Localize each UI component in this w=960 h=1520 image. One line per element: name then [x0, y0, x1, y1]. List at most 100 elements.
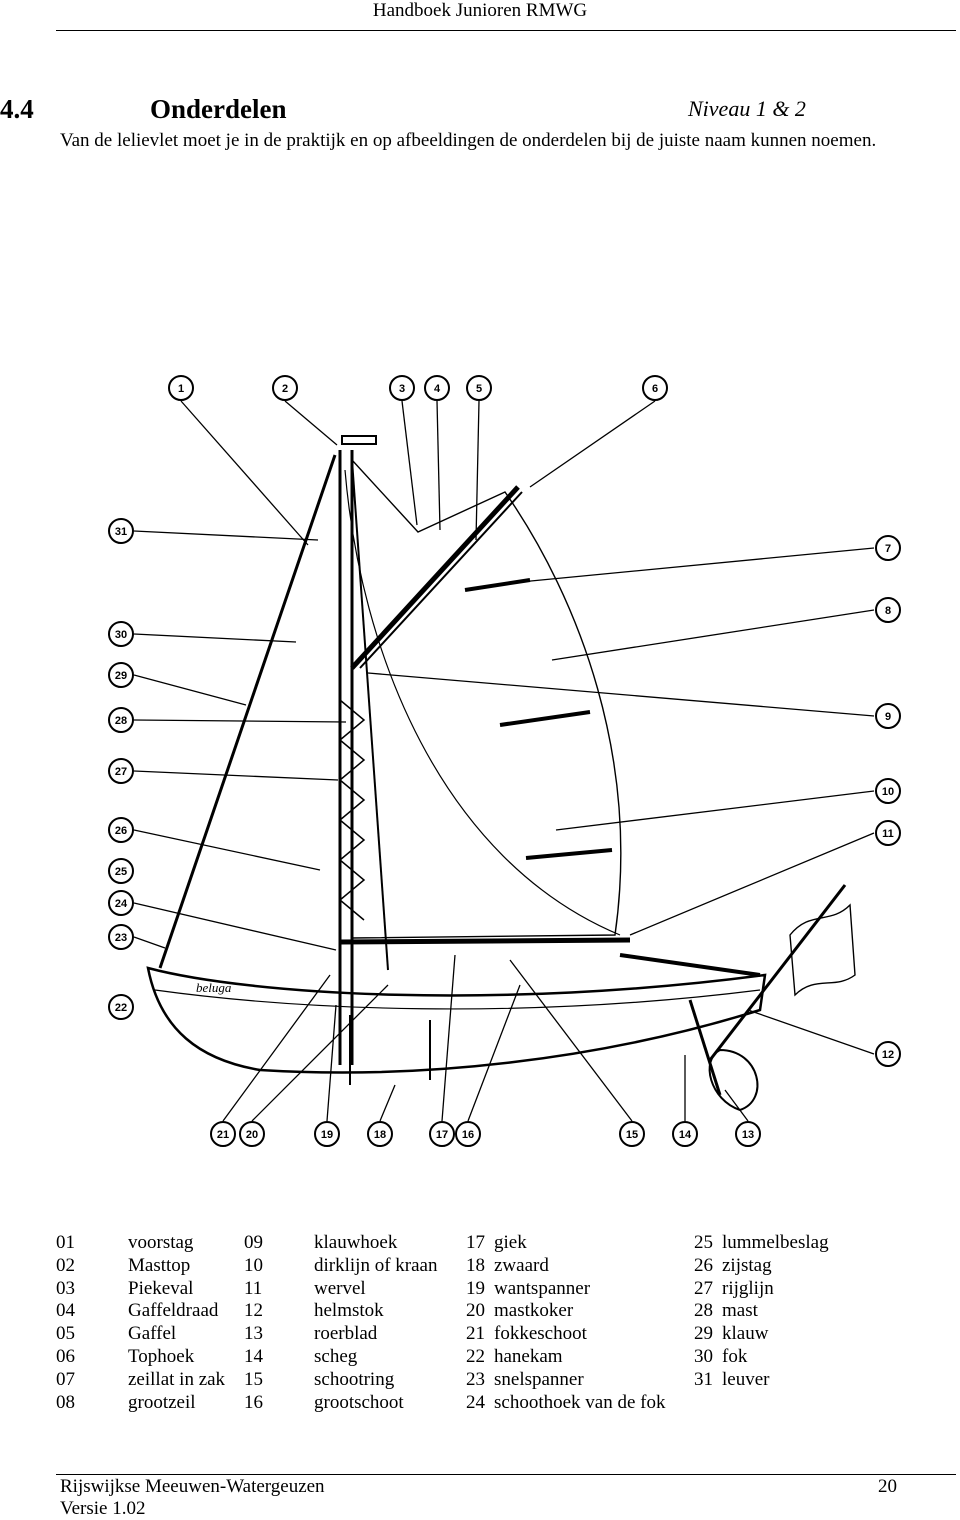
legend-number: 09 — [244, 1232, 263, 1253]
legend-number: 23 — [466, 1368, 485, 1390]
legend-number: 22 — [466, 1345, 485, 1367]
legend-number: 25 — [694, 1232, 713, 1253]
callout-21: 21 — [210, 1121, 236, 1147]
legend-number: 02 — [56, 1254, 75, 1276]
legend-term: wantspanner — [494, 1277, 591, 1299]
svg-text:18: 18 — [374, 1129, 386, 1141]
legend-number: 30 — [694, 1345, 713, 1367]
callout-8: 8 — [875, 597, 901, 623]
legend-number: 05 — [56, 1323, 75, 1345]
callout-7: 7 — [875, 535, 901, 561]
callout-24: 24 — [108, 890, 134, 916]
section-number: 4.4 — [0, 94, 34, 124]
intro-text: Van de lelievlet moet je in de praktijk … — [60, 130, 877, 151]
legend-number: 01 — [56, 1232, 75, 1253]
legend-number: 08 — [56, 1391, 75, 1413]
svg-text:19: 19 — [321, 1129, 333, 1141]
svg-text:7: 7 — [885, 543, 891, 555]
legend-term: lummelbeslag — [722, 1232, 829, 1253]
svg-text:27: 27 — [115, 766, 127, 778]
svg-text:20: 20 — [246, 1129, 258, 1141]
legend-term: Tophoek — [128, 1345, 195, 1367]
callout-22: 22 — [108, 994, 134, 1020]
legend-term: fokkeschoot — [494, 1323, 587, 1345]
callout-14: 14 — [672, 1121, 698, 1147]
legend-term: zeillat in zak — [128, 1368, 226, 1390]
legend-term: klauwhoek — [314, 1232, 398, 1253]
callout-26: 26 — [108, 817, 134, 843]
svg-text:28: 28 — [115, 715, 127, 727]
svg-text:1: 1 — [178, 383, 184, 395]
legend-term: leuver — [722, 1368, 770, 1390]
legend-number: 18 — [466, 1254, 485, 1276]
legend-term: wervel — [314, 1277, 366, 1299]
svg-text:22: 22 — [115, 1002, 127, 1014]
callout-27: 27 — [108, 758, 134, 784]
callout-17: 17 — [429, 1121, 455, 1147]
callout-13: 13 — [735, 1121, 761, 1147]
svg-text:6: 6 — [652, 383, 658, 395]
callout-1: 1 — [168, 375, 194, 401]
svg-text:8: 8 — [885, 605, 891, 617]
legend-term: grootzeil — [128, 1391, 196, 1413]
legend-number: 21 — [466, 1323, 485, 1345]
legend-term: grootschoot — [314, 1391, 404, 1413]
callout-15: 15 — [619, 1121, 645, 1147]
legend-number: 03 — [56, 1277, 75, 1299]
legend-term: Gaffel — [128, 1323, 177, 1345]
legend-term: voorstag — [128, 1232, 194, 1253]
legend-number: 15 — [244, 1368, 263, 1390]
footer-organization: Rijswijkse Meeuwen-Watergeuzen — [60, 1476, 325, 1497]
callout-31: 31 — [108, 518, 134, 544]
svg-text:11: 11 — [882, 828, 894, 840]
section-title: Onderdelen — [150, 94, 287, 124]
legend-term: Piekeval — [128, 1277, 194, 1299]
callout-25: 25 — [108, 858, 134, 884]
legend-number: 29 — [694, 1323, 713, 1345]
legend-number: 17 — [466, 1232, 485, 1253]
legend-term: schoothoek van de fok — [494, 1391, 666, 1413]
legend-number: 11 — [244, 1277, 263, 1299]
callout-30: 30 — [108, 621, 134, 647]
legend-term: mast — [722, 1300, 758, 1322]
callout-11: 11 — [875, 820, 901, 846]
legend-number: 16 — [244, 1391, 263, 1413]
page-number: 20 — [878, 1476, 897, 1497]
svg-text:14: 14 — [679, 1129, 692, 1141]
legend-number: 06 — [56, 1345, 75, 1367]
legend-term: roerblad — [314, 1323, 378, 1345]
page-header: Handboek Junioren RMWG — [372, 0, 588, 21]
legend-number: 20 — [466, 1300, 485, 1322]
legend-number: 26 — [694, 1254, 713, 1276]
legend-term: helmstok — [314, 1300, 384, 1322]
svg-text:12: 12 — [882, 1049, 894, 1061]
legend-term: klauw — [722, 1323, 769, 1345]
svg-text:5: 5 — [476, 383, 482, 395]
callout-28: 28 — [108, 707, 134, 733]
legend-number: 28 — [694, 1300, 713, 1322]
legend-number: 19 — [466, 1277, 485, 1299]
legend-term: Masttop — [128, 1254, 191, 1276]
svg-text:29: 29 — [115, 670, 127, 682]
legend-number: 04 — [56, 1300, 75, 1322]
legend-number: 27 — [694, 1277, 713, 1299]
svg-text:17: 17 — [436, 1129, 448, 1141]
legend-term: hanekam — [494, 1345, 563, 1367]
legend-term: schootring — [314, 1368, 395, 1390]
legend-term: rijglijn — [722, 1277, 774, 1299]
legend-term: fok — [722, 1345, 748, 1367]
callout-5: 5 — [466, 375, 492, 401]
svg-text:9: 9 — [885, 711, 891, 723]
boat-name-label: beluga — [196, 980, 232, 995]
legend-number: 07 — [56, 1368, 75, 1390]
legend-term: zwaard — [494, 1254, 549, 1276]
callout-10: 10 — [875, 778, 901, 804]
callout-3: 3 — [389, 375, 415, 401]
svg-text:30: 30 — [115, 629, 127, 641]
legend-number: 14 — [244, 1345, 263, 1367]
svg-text:24: 24 — [115, 898, 128, 910]
section-level: Niveau 1 & 2 — [688, 96, 806, 121]
callout-29: 29 — [108, 662, 134, 688]
footer-version: Versie 1.02 — [60, 1498, 146, 1519]
